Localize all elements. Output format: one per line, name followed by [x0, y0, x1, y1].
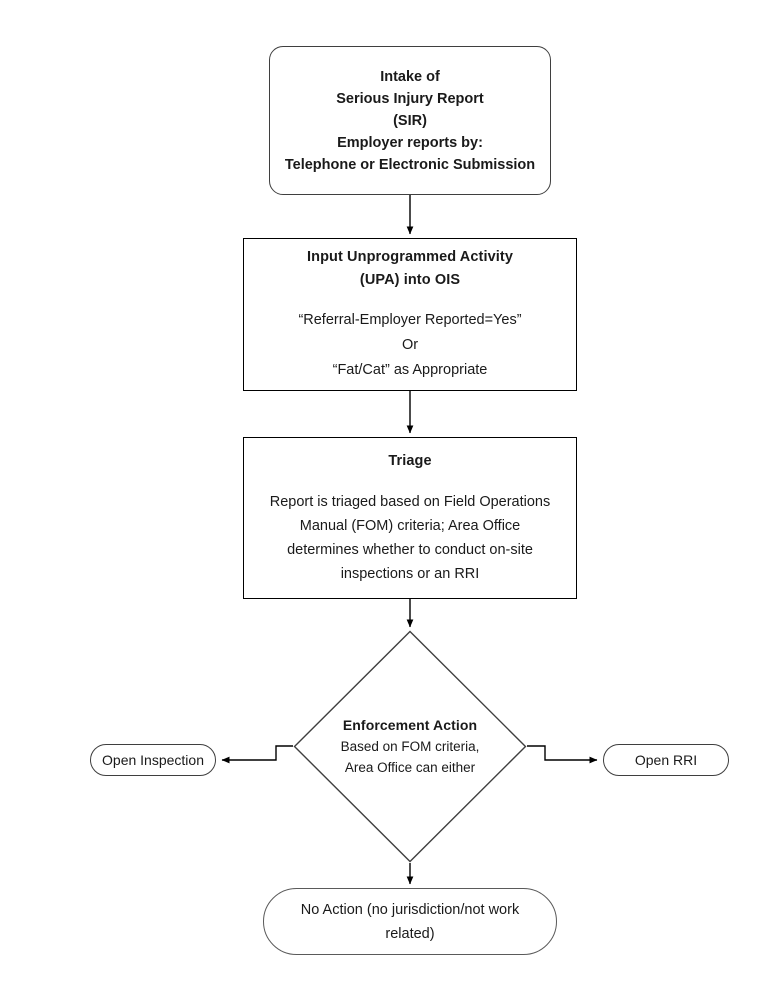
intake-line-1: Intake of: [380, 68, 440, 85]
no-action-line-1: No Action (no jurisdiction/not work: [300, 901, 520, 918]
node-input-unprogrammed-activity[interactable]: Input Unprogrammed Activity (UPA) into O…: [243, 238, 577, 391]
upa-title-line-1: Input Unprogrammed Activity: [307, 249, 513, 265]
upa-body: “Referral-Employer Reported=Yes” Or “Fat…: [298, 308, 521, 383]
upa-body-line-1: “Referral-Employer Reported=Yes”: [298, 312, 522, 328]
intake-line-2: Serious Injury Report: [336, 90, 484, 107]
diamond-shape: [293, 630, 527, 863]
no-action-line-2: related): [385, 925, 435, 942]
open-rri-label: Open RRI: [634, 752, 698, 768]
node-open-rri[interactable]: Open RRI: [603, 744, 729, 776]
triage-title: Triage: [388, 453, 432, 469]
edge-decision-to-open-inspection: [221, 745, 293, 764]
triage-body: Report is triaged based on Field Operati…: [270, 490, 551, 586]
triage-body-line-3: determines whether to conduct on-site: [287, 542, 533, 558]
node-no-action[interactable]: No Action (no jurisdiction/not work rela…: [263, 888, 557, 955]
node-enforcement-action-decision[interactable]: Enforcement Action Based on FOM criteria…: [293, 630, 527, 863]
node-open-inspection[interactable]: Open Inspection: [90, 744, 216, 776]
decision-text: Enforcement Action Based on FOM criteria…: [310, 715, 510, 778]
intake-line-3: (SIR): [393, 112, 427, 129]
triage-body-line-1: Report is triaged based on Field Operati…: [269, 494, 551, 510]
decision-body-line-2: Area Office can either: [344, 760, 476, 775]
upa-title-line-2: (UPA) into OIS: [359, 272, 461, 288]
triage-body-line-2: Manual (FOM) criteria; Area Office: [299, 518, 521, 534]
intake-line-5: Telephone or Electronic Submission: [284, 156, 536, 173]
triage-body-line-4: inspections or an RRI: [340, 566, 480, 582]
no-action-text: No Action (no jurisdiction/not work rela…: [276, 898, 544, 946]
upa-title: Input Unprogrammed Activity (UPA) into O…: [307, 246, 513, 292]
decision-body-line-1: Based on FOM criteria,: [340, 739, 480, 754]
edge-decision-to-open-rri: [527, 745, 598, 764]
node-intake-of-serious-injury-report[interactable]: Intake of Serious Injury Report (SIR) Em…: [269, 46, 551, 195]
upa-body-line-3: “Fat/Cat” as Appropriate: [332, 362, 488, 378]
upa-body-line-2: Or: [401, 337, 419, 353]
decision-title: Enforcement Action: [342, 717, 478, 733]
intake-line-4: Employer reports by:: [337, 134, 483, 151]
open-inspection-label: Open Inspection: [102, 752, 204, 768]
node-triage[interactable]: Triage Report is triaged based on Field …: [243, 437, 577, 599]
